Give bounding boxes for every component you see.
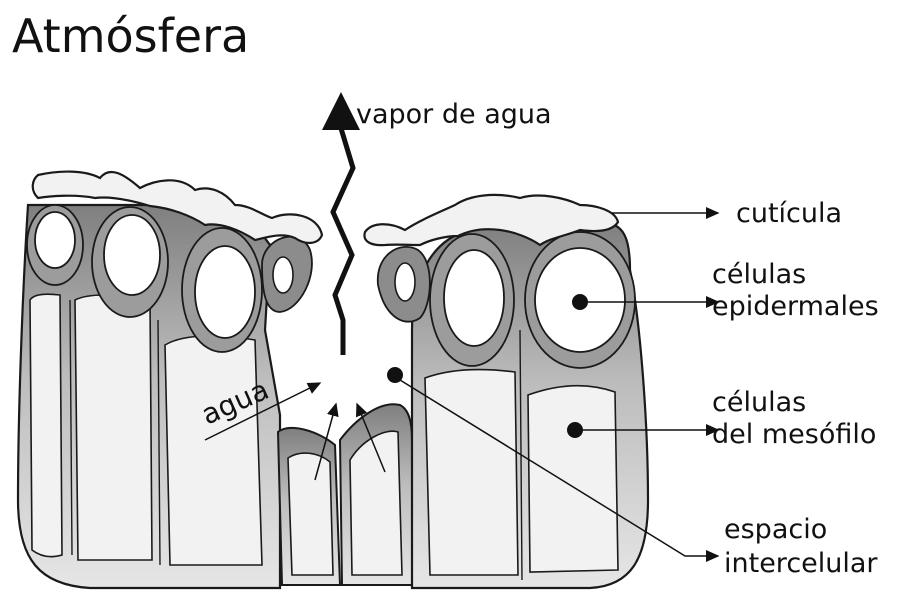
mesophyll-cell	[75, 295, 152, 560]
lower-middle-cells	[278, 404, 412, 585]
mesophyll-cell	[528, 386, 618, 572]
water-vapor-path	[322, 92, 360, 355]
epidermal-cell	[35, 212, 75, 268]
mesophyll-cell	[165, 336, 262, 565]
epidermal-dot	[572, 294, 588, 310]
espacio-label-line2: intercelular	[724, 548, 878, 579]
mesofilo-label-line1: células	[712, 387, 806, 418]
epidermal-cell	[104, 215, 160, 295]
epidermal-cell	[444, 250, 504, 346]
epidermales-label-line2: epidermales	[712, 291, 879, 322]
vapor-arrowhead-icon	[322, 92, 360, 130]
epidermal-cell	[195, 246, 255, 338]
espacio-label-line1: espacio	[724, 514, 827, 545]
left-tissue	[18, 172, 322, 588]
mesofilo-label-line2: del mesófilo	[712, 419, 876, 450]
mesophyll-cell	[350, 431, 402, 575]
epidermales-label-line1: células	[712, 259, 806, 290]
page-title: Atmósfera	[12, 9, 249, 63]
mesophyll-cell	[425, 370, 518, 575]
mesophyll-dot	[567, 422, 583, 438]
cuticula-label: cutícula	[736, 198, 842, 229]
vapor-label: vapor de agua	[356, 99, 552, 130]
mesophyll-cell	[288, 453, 333, 575]
mesophyll-cell	[30, 294, 62, 556]
